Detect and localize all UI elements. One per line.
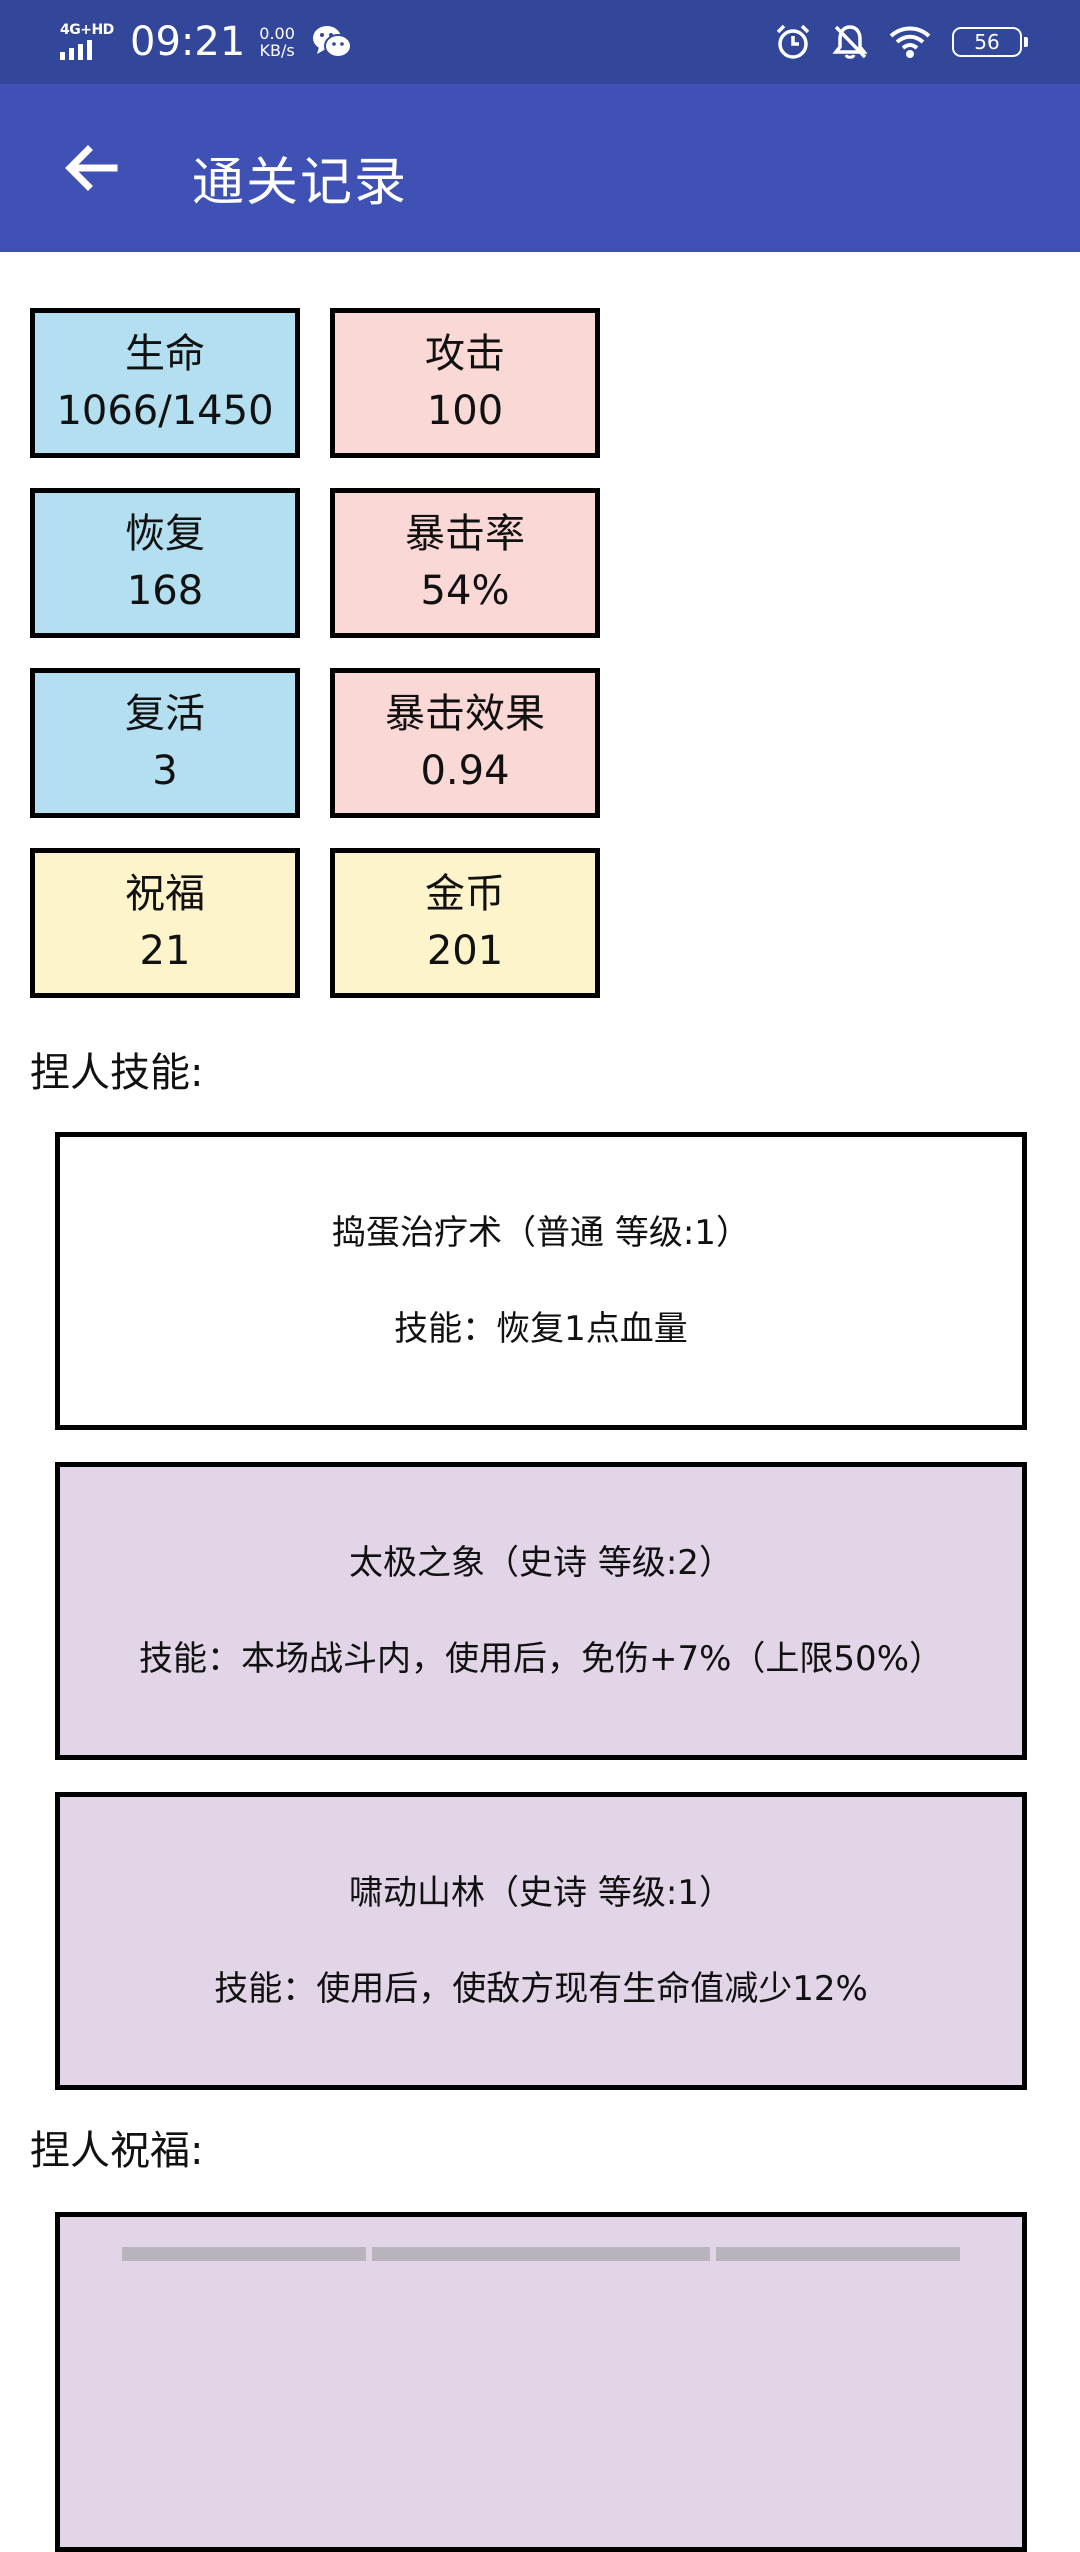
stat-crit-effect: 暴击效果 0.94 [330, 668, 600, 818]
battery-icon: 56 [952, 27, 1028, 57]
stat-revive: 复活 3 [30, 668, 300, 818]
status-right: 56 [774, 18, 1028, 66]
cellular-signal-icon: 4G+HD [58, 22, 114, 62]
stat-value: 21 [139, 928, 191, 974]
blessing-card [55, 2212, 1027, 2552]
stat-value: 54% [420, 568, 510, 614]
skill-name: 啸动山林（史诗 等级:1） [349, 1873, 733, 1913]
stat-label: 恢复 [125, 511, 205, 557]
status-time: 09:21 [130, 19, 246, 65]
network-speed: 0.00 KB/s [259, 25, 295, 59]
arrow-back-icon [65, 145, 118, 191]
stat-label: 暴击率 [405, 511, 525, 557]
blessing-tab [122, 2247, 366, 2261]
wifi-icon [889, 26, 931, 58]
skill-card: 啸动山林（史诗 等级:1） 技能：使用后，使敌方现有生命值减少12% [55, 1792, 1027, 2090]
skill-name: 捣蛋治疗术（普通 等级:1） [332, 1213, 750, 1253]
stat-label: 暴击效果 [385, 691, 545, 737]
network-speed-unit: KB/s [259, 41, 295, 60]
stat-label: 金币 [425, 871, 505, 917]
stat-label: 生命 [125, 331, 205, 377]
stat-value: 201 [426, 928, 504, 974]
mute-bell-icon [832, 25, 868, 59]
page-title: 通关记录 [192, 153, 409, 213]
stat-blessing: 祝福 21 [30, 848, 300, 998]
back-button[interactable] [50, 136, 130, 200]
stat-value: 168 [126, 568, 204, 614]
blessings-section-title: 捏人祝福: [30, 2128, 204, 2174]
stat-label: 攻击 [425, 331, 505, 377]
skill-card: 捣蛋治疗术（普通 等级:1） 技能：恢复1点血量 [55, 1132, 1027, 1430]
stat-recovery: 恢复 168 [30, 488, 300, 638]
network-speed-value: 0.00 [259, 24, 295, 43]
skill-desc: 技能：本场战斗内，使用后，免伤+7%（上限50%） [139, 1639, 943, 1679]
wechat-icon [312, 26, 352, 58]
stat-value: 0.94 [420, 748, 510, 794]
stat-value: 1066/1450 [56, 388, 274, 434]
skill-name: 太极之象（史诗 等级:2） [349, 1543, 733, 1583]
alarm-icon [776, 24, 810, 59]
blessing-tab [716, 2247, 960, 2261]
stat-value: 100 [426, 388, 504, 434]
status-left: 4G+HD 09:21 0.00 KB/s [58, 18, 353, 66]
skill-card: 太极之象（史诗 等级:2） 技能：本场战斗内，使用后，免伤+7%（上限50%） [55, 1462, 1027, 1760]
stat-gold: 金币 201 [330, 848, 600, 998]
record-content: 生命 1066/1450 攻击 100 恢复 168 暴击率 54% 复活 3 … [0, 252, 1080, 2552]
stat-label: 复活 [125, 691, 205, 737]
blessing-tab [372, 2247, 710, 2261]
stat-hp: 生命 1066/1450 [30, 308, 300, 458]
skill-desc: 技能：恢复1点血量 [394, 1309, 688, 1349]
skill-desc: 技能：使用后，使敌方现有生命值减少12% [214, 1969, 868, 2009]
network-type: 4G+HD [60, 22, 114, 38]
skills-section-title: 捏人技能: [30, 1050, 204, 1096]
stat-attack: 攻击 100 [330, 308, 600, 458]
app-bar: 通关记录 [0, 84, 1080, 252]
status-bar: 4G+HD 09:21 0.00 KB/s [0, 0, 1080, 84]
stat-value: 3 [152, 748, 178, 794]
battery-level: 56 [974, 30, 1000, 54]
stat-crit-rate: 暴击率 54% [330, 488, 600, 638]
stat-label: 祝福 [125, 871, 205, 917]
